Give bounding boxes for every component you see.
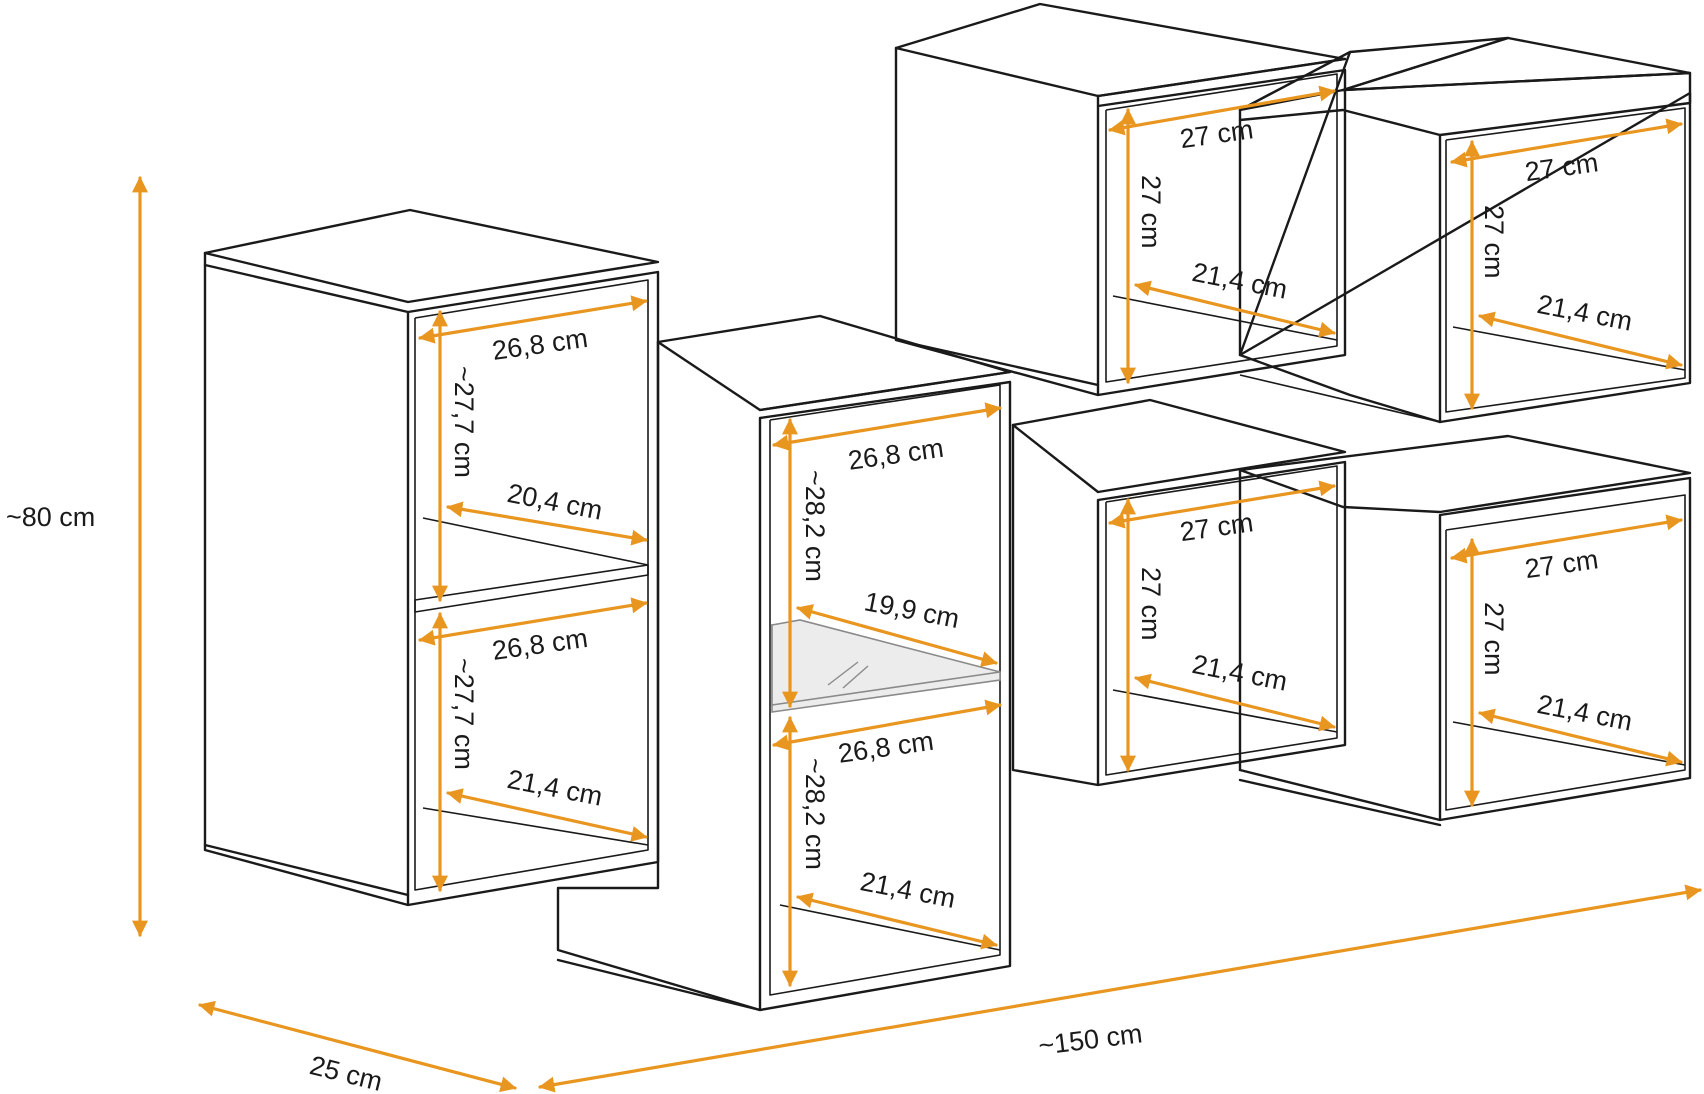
cube2-depth-arrow <box>1478 311 1683 370</box>
center-glass-depth-arrow <box>796 604 998 667</box>
overall-depth-label: 25 cm <box>307 1050 386 1094</box>
cube4-height-label: 27 cm <box>1479 602 1509 676</box>
cube4-width-arrow <box>1450 514 1683 564</box>
cube2-width-label: 27 cm <box>1523 147 1600 187</box>
left-top-depth-arrow <box>446 501 648 546</box>
cube3-height-label: 27 cm <box>1136 567 1166 641</box>
dimension-arrows <box>132 85 1702 1093</box>
left-bottom-width-arrow <box>418 597 648 646</box>
center-top-width-arrow <box>772 402 1002 451</box>
left-top-height-label: ~27,7 cm <box>449 366 479 478</box>
center-bottom-height-label: ~28,2 cm <box>800 758 830 870</box>
center-top-width-label: 26,8 cm <box>846 433 945 476</box>
left-bottom-width-label: 26,8 cm <box>490 623 589 666</box>
overall-width-arrow <box>538 884 1702 1093</box>
cube1-depth-arrow <box>1134 280 1336 338</box>
overall-width-label: ~150 cm <box>1037 1018 1144 1060</box>
center-bottom-depth-arrow <box>796 892 998 950</box>
cube-bottom-left <box>1011 398 1347 787</box>
cube-bottom-right <box>1238 434 1692 827</box>
left-top-width-arrow <box>418 295 648 344</box>
cube3-width-arrow <box>1108 480 1336 529</box>
center-glass-depth-label: 19,9 cm <box>862 586 962 634</box>
center-bottom-width-arrow <box>772 699 1002 751</box>
overall-depth-arrow <box>198 1000 517 1093</box>
cube1-width-label: 27 cm <box>1178 114 1255 154</box>
cube1-width-arrow <box>1108 85 1336 136</box>
cube3-depth-arrow <box>1134 673 1336 732</box>
left-bottom-depth-arrow <box>446 788 648 842</box>
left-bottom-height-label: ~27,7 cm <box>449 658 479 770</box>
center-top-height-label: ~28,2 cm <box>800 470 830 582</box>
overall-height-label: ~80 cm <box>6 502 95 532</box>
cube2-height-label: 27 cm <box>1479 205 1509 279</box>
cube2-depth-label: 21,4 cm <box>1535 289 1635 337</box>
cube-top-left <box>894 2 1347 397</box>
center-bottom-depth-label: 21,4 cm <box>858 866 958 914</box>
cube1-height-label: 27 cm <box>1136 175 1166 249</box>
cube2-width-arrow <box>1450 118 1683 168</box>
cube3-width-label: 27 cm <box>1178 507 1255 547</box>
cube4-depth-arrow <box>1478 708 1683 767</box>
left-top-width-label: 26,8 cm <box>490 323 589 366</box>
left-bottom-depth-label: 21,4 cm <box>505 764 605 812</box>
cube4-width-label: 27 cm <box>1523 544 1600 584</box>
